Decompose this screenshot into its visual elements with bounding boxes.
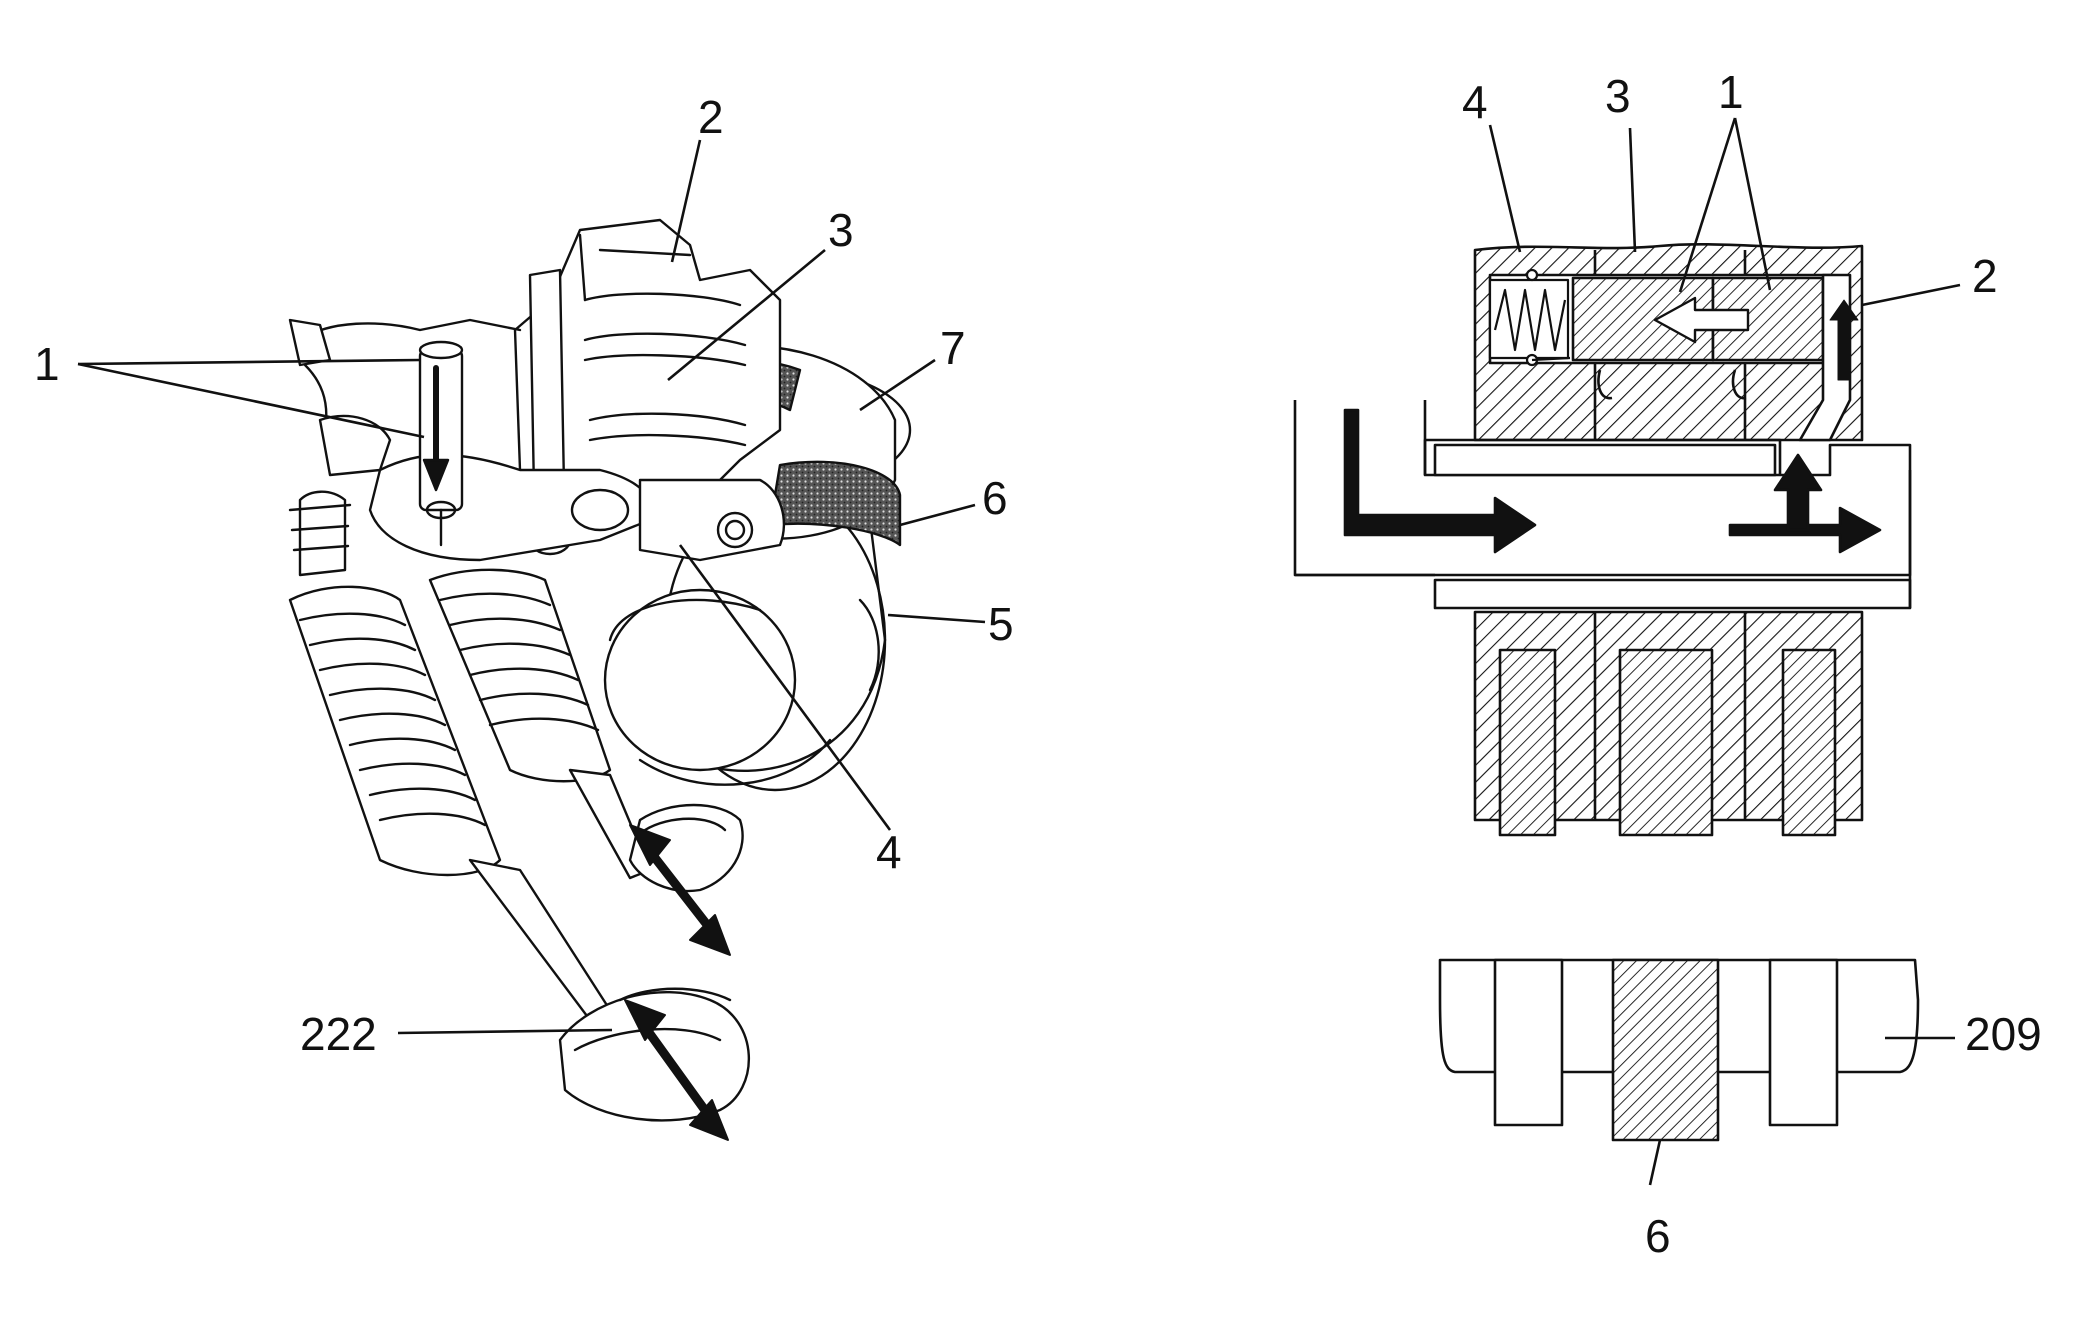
left-callout-222: 222 <box>300 1008 377 1060</box>
left-callout-4: 4 <box>876 826 902 878</box>
right-callout-1: 1 <box>1718 66 1744 118</box>
switching-pin <box>418 340 464 547</box>
right-callout-209: 209 <box>1965 1008 2042 1060</box>
rocker-arm-assembly <box>298 218 786 562</box>
right-callout-3: 3 <box>1605 70 1631 122</box>
return-spring <box>1488 268 1571 367</box>
right-leader-lines <box>1488 117 1961 1186</box>
lash-adjusters <box>288 318 392 577</box>
left-callout-6: 6 <box>982 472 1008 524</box>
dark-friction-band <box>768 460 902 547</box>
left-callout-3: 3 <box>828 204 854 256</box>
left-callout-1: 1 <box>34 338 60 390</box>
right-callout-6: 6 <box>1645 1210 1671 1262</box>
left-leader-lines <box>77 139 986 1035</box>
pin-motion-arrow <box>1653 296 1750 344</box>
left-callouts: 1 2 3 7 6 5 4 222 <box>34 91 1014 1060</box>
oil-flow-arrows <box>1343 408 1882 554</box>
right-callout-4: 4 <box>1462 76 1488 128</box>
valve-springs <box>288 568 612 877</box>
left-callout-5: 5 <box>988 598 1014 650</box>
valve-motion-arrows <box>624 824 731 1141</box>
left-callout-7: 7 <box>940 322 966 374</box>
valve-heads <box>558 803 751 1122</box>
left-callout-2: 2 <box>698 91 724 143</box>
valve-train-perspective-view <box>288 218 912 1141</box>
switching-section-view <box>1293 242 1920 1142</box>
right-callout-2: 2 <box>1972 250 1998 302</box>
right-callouts: 4 3 1 2 209 6 <box>1462 66 2042 1262</box>
cam-lobes <box>1438 958 1920 1142</box>
valve-stems <box>468 768 652 1022</box>
